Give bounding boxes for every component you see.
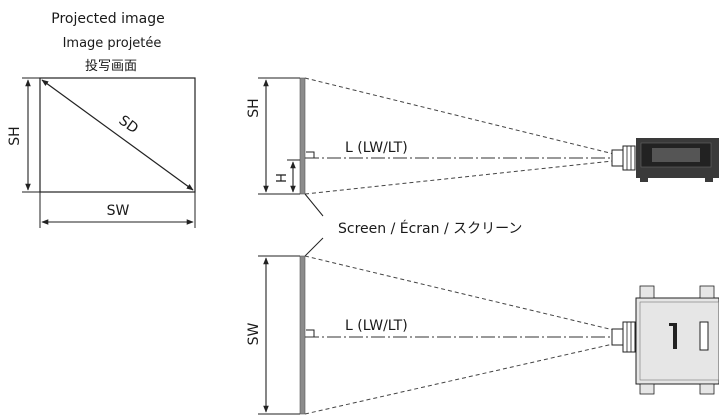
top-distance-label: L (LW/LT) bbox=[345, 318, 408, 334]
projected-image-title-fr: Image projetée bbox=[63, 36, 162, 51]
projected-image-title-en: Projected image bbox=[51, 11, 164, 27]
projector-side-icon bbox=[611, 138, 719, 182]
offset-height-label: H bbox=[275, 173, 290, 183]
screen-diagonal-arrow bbox=[41, 79, 194, 191]
top-view-screen bbox=[299, 255, 306, 415]
top-width-label: SW bbox=[246, 322, 262, 345]
side-height-label: SH bbox=[246, 98, 262, 117]
screen-label: Screen / Écran / スクリーン bbox=[338, 220, 522, 237]
projected-image-title-ja: 投写画面 bbox=[85, 58, 137, 74]
screen-diagonal-label: SD bbox=[116, 113, 141, 138]
projected-image-frame bbox=[39, 77, 196, 193]
side-view-screen bbox=[299, 77, 306, 195]
side-distance-label: L (LW/LT) bbox=[345, 140, 408, 156]
projector-top-icon bbox=[611, 285, 719, 395]
projected-height-label: SH bbox=[7, 126, 23, 145]
projected-width-label: SW bbox=[107, 203, 130, 219]
screen-leader-line-bottom bbox=[304, 237, 324, 257]
screen-leader-line-top bbox=[304, 193, 324, 217]
